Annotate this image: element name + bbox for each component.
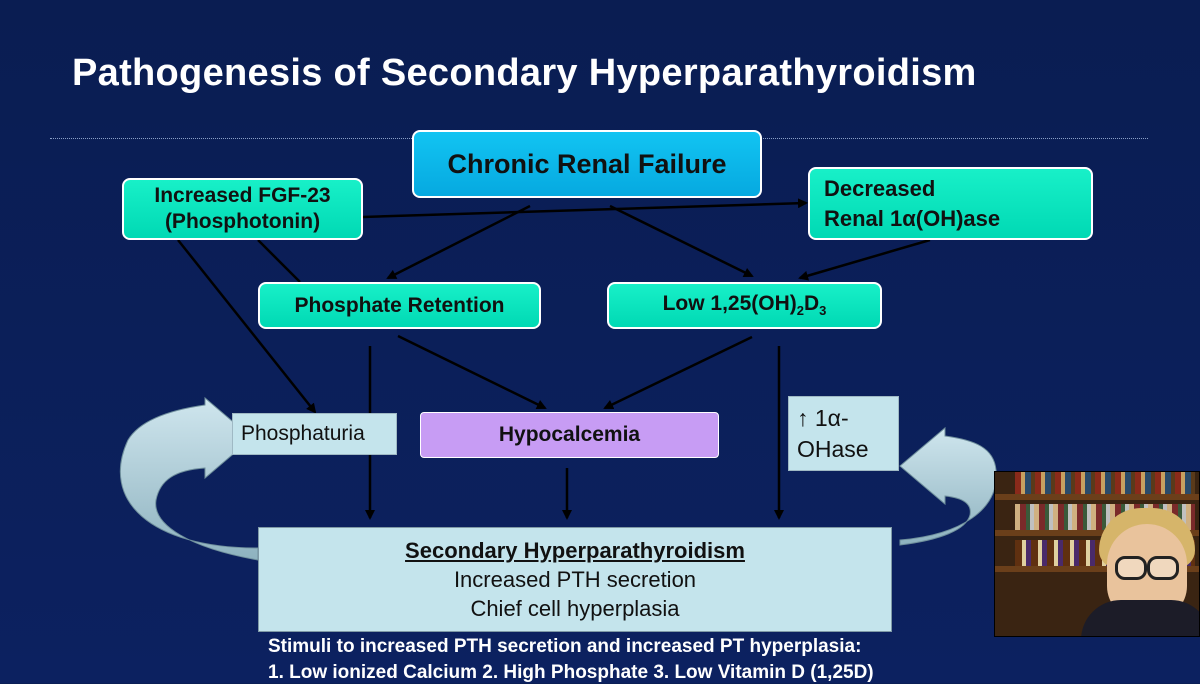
node-decreased-line1: Decreased [824,175,936,201]
vitd-mid: D [804,292,820,316]
node-low-vitamin-d-label: Low 1,25(OH)2D3 [663,292,827,318]
node-increased-ohase: ↑ 1α- OHase [788,396,899,471]
node-phosphate-retention-label: Phosphate Retention [294,293,505,317]
glasses-icon [1147,556,1179,580]
presenter-body [1081,600,1199,636]
curved-arrow-left-icon [119,396,259,561]
node-phosphate-retention: Phosphate Retention [258,282,541,329]
bookshelf [995,566,1199,572]
footer-line2: 1. Low ionized Calcium 2. High Phosphate… [268,662,874,683]
node-chronic-renal-failure: Chronic Renal Failure [412,130,762,198]
vitd-sub2: 3 [819,303,827,319]
node-secondary-hyperparathyroidism: Secondary Hyperparathyroidism Increased … [258,527,892,632]
vitd-prefix: Low 1,25(OH) [662,292,797,316]
curved-arrow-right-icon [899,426,997,546]
shpt-line1: Increased PTH secretion [453,567,697,592]
shpt-line2: Chief cell hyperplasia [470,596,680,621]
node-low-vitamin-d: Low 1,25(OH)2D3 [607,282,882,329]
node-decreased-line2: Renal 1α(OH)ase [824,205,1001,231]
node-phosphaturia-label: Phosphaturia [241,422,365,445]
node-ohase-line2: OHase [797,435,869,462]
node-hypocalcemia: Hypocalcemia [420,412,719,458]
node-hypocalcemia-label: Hypocalcemia [498,423,641,446]
node-fgf23-line1: Increased FGF-23 [154,184,331,207]
node-phosphaturia: Phosphaturia [232,413,397,455]
node-ohase-line1: ↑ 1α- [797,404,849,431]
bookshelf [995,530,1199,536]
node-increased-fgf23: Increased FGF-23 (Phosphotonin) [122,178,363,240]
books [1015,472,1195,494]
node-decreased-renal-ohase: Decreased Renal 1α(OH)ase [808,167,1093,240]
glasses-icon [1115,556,1147,580]
bookshelf [995,494,1199,500]
footer-line1: Stimuli to increased PTH secretion and i… [268,636,862,657]
node-fgf23-line2: (Phosphotonin) [164,210,321,233]
presenter-video[interactable] [994,471,1200,637]
slide-title: Pathogenesis of Secondary Hyperparathyro… [72,52,977,94]
node-chronic-renal-failure-label: Chronic Renal Failure [447,148,727,179]
vitd-sub1: 2 [796,303,804,319]
shpt-title: Secondary Hyperparathyroidism [405,538,745,563]
